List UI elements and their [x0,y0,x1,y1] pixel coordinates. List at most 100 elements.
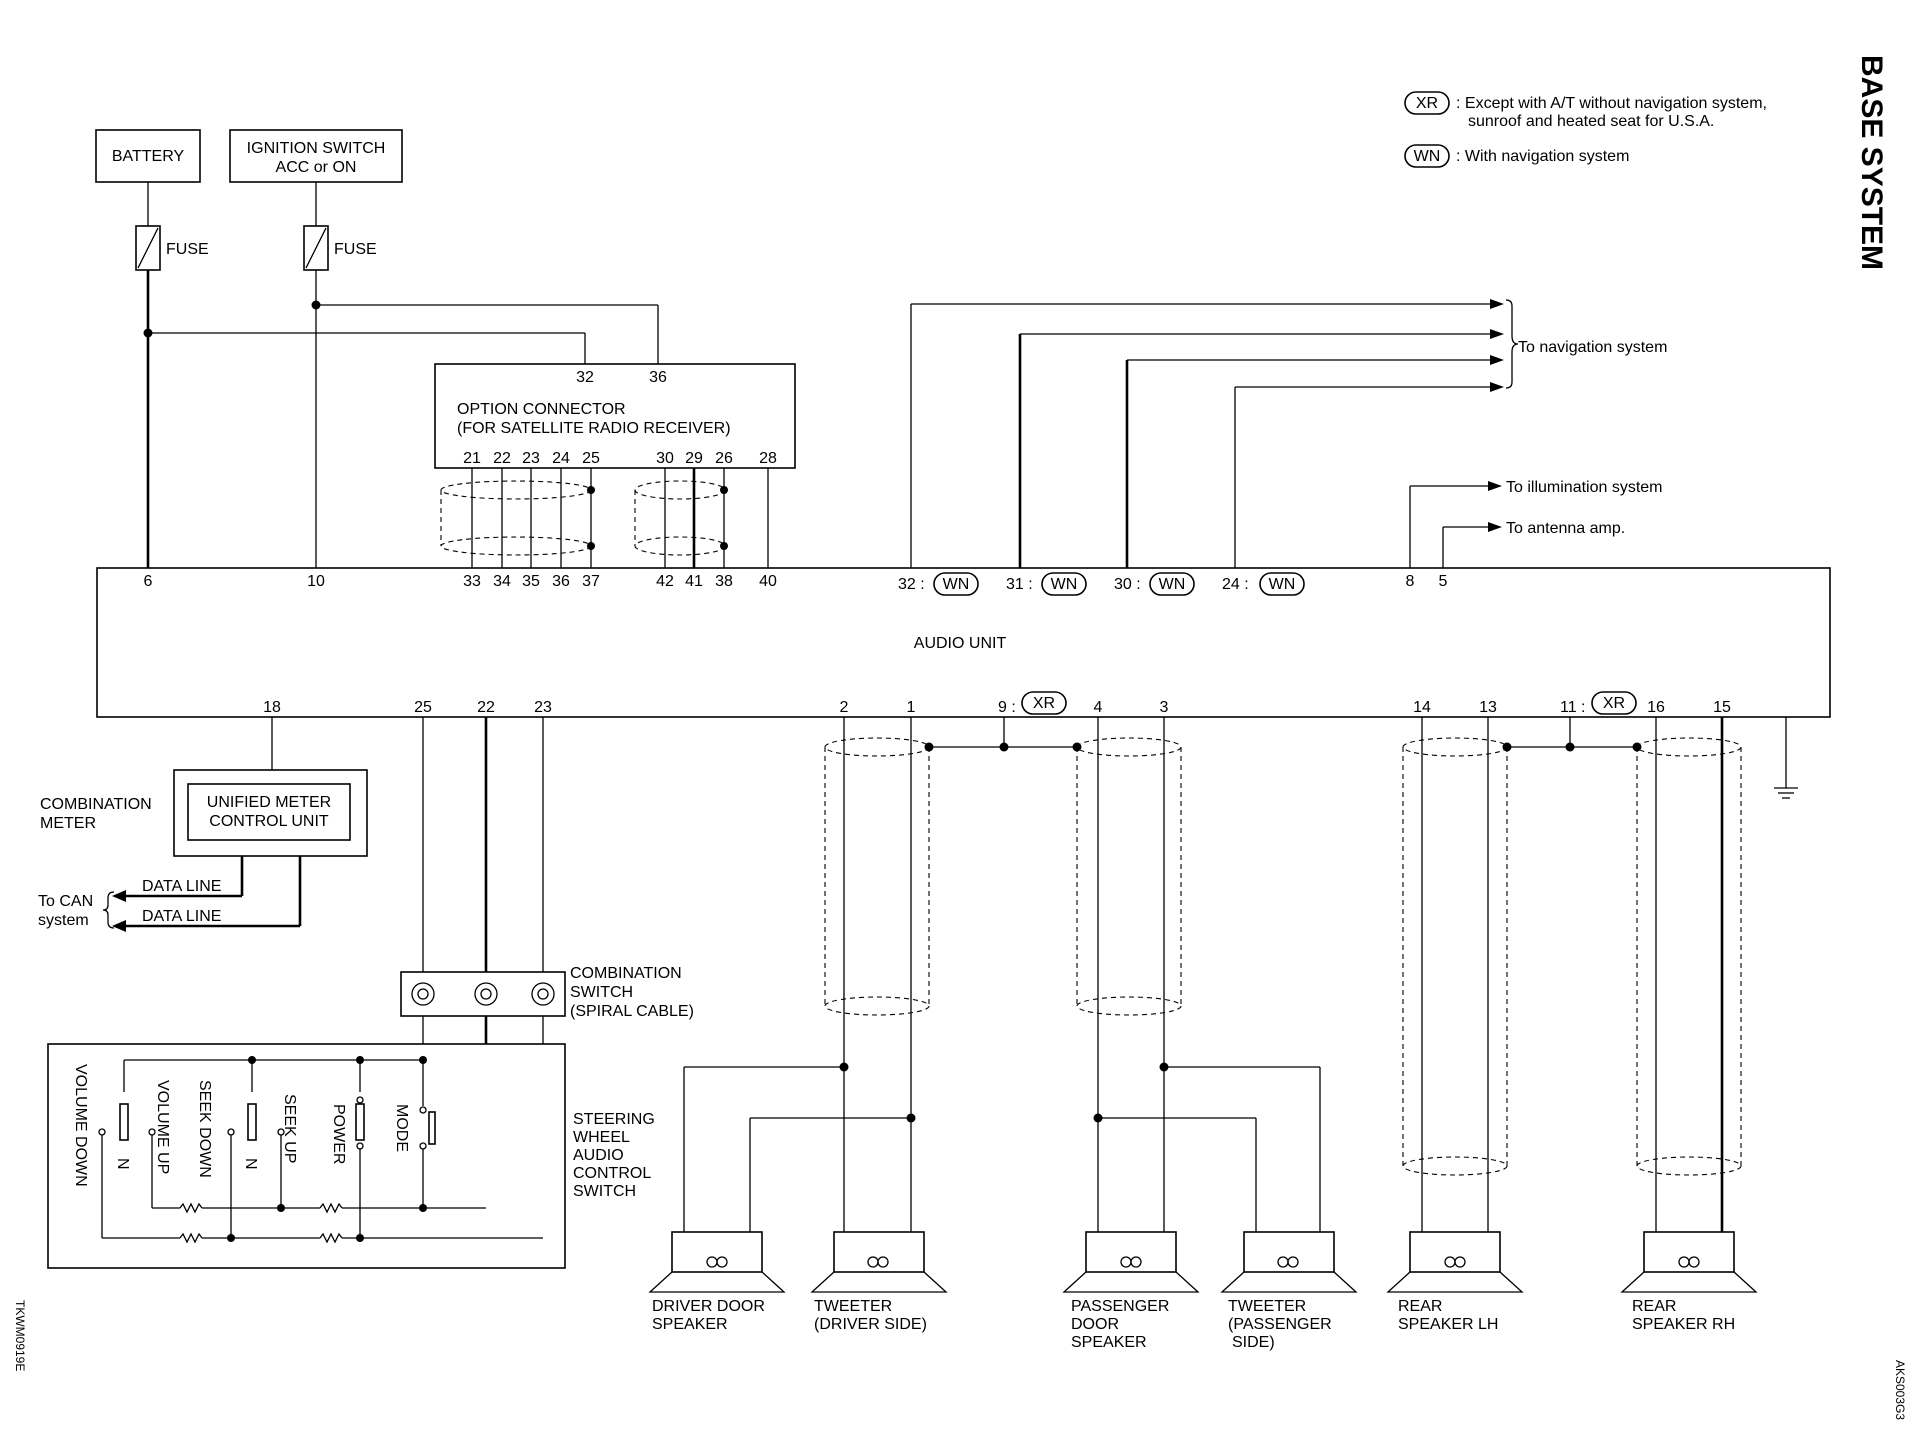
speaker-labels: DRIVER DOOR SPEAKER TWEETER (DRIVER SIDE… [652,1298,1735,1351]
svg-text:8: 8 [1406,573,1415,590]
tweeter-passenger-speaker-icon [1220,1231,1358,1293]
svg-text:11 :: 11 : [1560,699,1586,716]
svg-text:36: 36 [552,573,570,590]
seek-down-label: SEEK DOWN [196,1080,213,1178]
opt-pin-36: 36 [649,369,667,386]
data-line-2-label: DATA LINE [142,908,221,925]
speaker-label-passenger-door-2: DOOR [1071,1316,1119,1333]
svg-text:42: 42 [656,573,674,590]
svg-text:18: 18 [263,699,281,716]
svg-text:WHEEL: WHEEL [573,1129,630,1146]
svg-text:32 :: 32 : [898,576,925,593]
audio-unit-top-pins: 6 10 33 34 35 36 37 42 41 38 40 8 5 [144,573,1448,590]
svg-text:5: 5 [1439,573,1448,590]
svg-text:38: 38 [715,573,733,590]
combination-meter-label-1: COMBINATION [40,796,152,813]
legend: XR : Except with A/T without navigation … [1404,91,1767,168]
speaker-label-rear-lh-1: REAR [1398,1298,1442,1315]
speaker-label-tweeter-passenger-3: SIDE) [1232,1334,1275,1351]
page-title: BASE SYSTEM [1855,55,1888,270]
option-connector [434,363,796,469]
svg-text:21: 21 [463,450,481,467]
svg-text:37: 37 [582,573,600,590]
spiral-cable-icon [411,982,555,1006]
legend-code-wn: WN [1414,148,1441,165]
svg-text:40: 40 [759,573,777,590]
shielded-wires-option [440,468,769,568]
svg-text:WN: WN [943,576,970,593]
combination-switch-label-1: COMBINATION [570,965,682,982]
doc-code-left: TKWM0919E [13,1300,27,1371]
n-mark-2: N [242,1158,259,1170]
fuse-2-label: FUSE [334,241,377,258]
speaker-label-driver-door-1: DRIVER DOOR [652,1298,765,1315]
mode-label: MODE [393,1104,410,1152]
svg-text:4: 4 [1094,699,1103,716]
svg-text:24 :: 24 : [1222,576,1249,593]
svg-text:35: 35 [522,573,540,590]
steering-button-labels: VOLUME DOWN VOLUME UP SEEK DOWN SEEK UP … [72,1064,410,1187]
speaker-label-rear-rh-1: REAR [1632,1298,1676,1315]
volume-switch-icon [119,1103,129,1141]
svg-text:14: 14 [1413,699,1431,716]
rear-speaker-rh-icon [1620,1231,1758,1293]
ground-icon [1774,717,1798,799]
svg-text:3: 3 [1160,699,1169,716]
svg-text:25: 25 [414,699,432,716]
front-speaker-wiring [683,717,1321,1232]
svg-text:23: 23 [534,699,552,716]
svg-text:24: 24 [552,450,570,467]
svg-text:23: 23 [522,450,540,467]
svg-text:41: 41 [685,573,703,590]
rear-speaker-wiring [1402,717,1742,1232]
combination-switch [400,971,566,1017]
svg-text:30 :: 30 : [1114,576,1141,593]
volume-up-label: VOLUME UP [154,1080,171,1174]
speaker-label-tweeter-driver-2: (DRIVER SIDE) [814,1316,927,1333]
to-can-label-2: system [38,912,89,929]
steering-switch-circuit [98,1056,543,1244]
svg-text:SWITCH: SWITCH [573,1183,636,1200]
ignition-label-1: IGNITION SWITCH [247,140,386,157]
ignition-switch-box [229,129,403,183]
volume-down-label: VOLUME DOWN [72,1064,89,1187]
svg-text:13: 13 [1479,699,1497,716]
svg-text:AUDIO: AUDIO [573,1147,624,1164]
opt-pin-32: 32 [576,369,594,386]
svg-text:10: 10 [307,573,325,590]
svg-text:WN: WN [1051,576,1078,593]
legend-code-xr: XR [1416,95,1438,112]
svg-text:25: 25 [582,450,600,467]
unified-meter-label-2: CONTROL UNIT [209,813,329,830]
option-connector-label-1: OPTION CONNECTOR [457,401,626,418]
svg-text:XR: XR [1603,695,1625,712]
speaker-icons [648,1231,1758,1293]
svg-text:34: 34 [493,573,511,590]
unified-meter-control-unit [187,783,351,841]
speaker-label-rear-rh-2: SPEAKER RH [1632,1316,1735,1333]
svg-text:31 :: 31 : [1006,576,1033,593]
speaker-label-tweeter-driver-1: TWEETER [814,1298,892,1315]
svg-text:WN: WN [1159,576,1186,593]
audio-unit-nav-pins: 32 : WN 31 : WN 30 : WN 24 : WN [898,572,1305,596]
speaker-label-passenger-door-3: SPEAKER [1071,1334,1147,1351]
to-illumination-label: To illumination system [1506,479,1663,496]
to-navigation-label: To navigation system [1518,339,1667,356]
ignition-label-2: ACC or ON [276,159,357,176]
legend-text-wn: : With navigation system [1456,148,1629,165]
svg-text:WN: WN [1269,576,1296,593]
svg-text:22: 22 [477,699,495,716]
fuse-1-label: FUSE [166,241,209,258]
navigation-wires [910,299,1519,568]
speaker-label-tweeter-passenger-2: (PASSENGER [1228,1316,1332,1333]
unified-meter-label-1: UNIFIED METER [207,794,331,811]
speaker-label-passenger-door-1: PASSENGER [1071,1298,1169,1315]
svg-text:CONTROL: CONTROL [573,1165,651,1182]
speaker-label-rear-lh-2: SPEAKER LH [1398,1316,1498,1333]
option-connector-label-2: (FOR SATELLITE RADIO RECEIVER) [457,420,731,437]
speaker-label-tweeter-passenger-1: TWEETER [1228,1298,1306,1315]
svg-text:22: 22 [493,450,511,467]
svg-text:2: 2 [840,699,849,716]
svg-text:STEERING: STEERING [573,1111,655,1128]
